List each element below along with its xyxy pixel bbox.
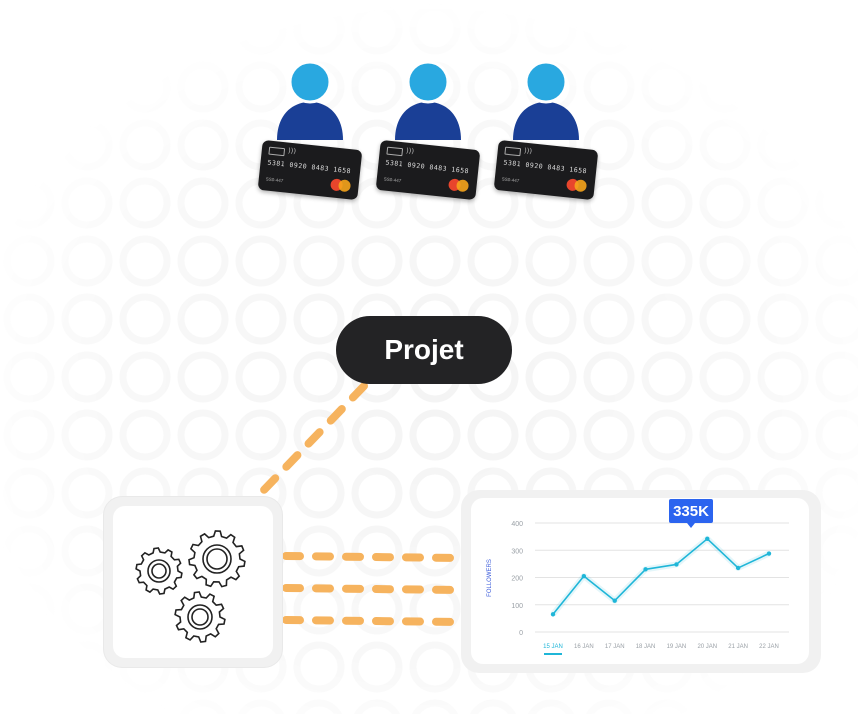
card-code: SS0-447 [501, 176, 520, 184]
x-tick-label: 16 JAN [574, 644, 594, 650]
chip-icon [386, 146, 404, 157]
x-tick-label: 20 JAN [697, 644, 717, 650]
card-number: 5381 0920 8483 1658 [385, 158, 470, 176]
data-point [612, 598, 617, 603]
project-label: Projet [384, 334, 464, 365]
contactless-icon: ))) [405, 146, 415, 156]
x-tick-label: 21 JAN [728, 644, 748, 650]
y-tick-label: 300 [511, 548, 523, 555]
data-point [766, 551, 772, 556]
settings-node [104, 497, 282, 667]
user-icon [513, 60, 579, 140]
card-number: 5381 0920 8483 1658 [503, 158, 588, 176]
peak-badge-label: 335K [673, 502, 709, 520]
mastercard-logo [447, 178, 470, 193]
y-tick-label: 400 [511, 521, 523, 528]
series-line [552, 538, 770, 615]
y-tick-label: 100 [511, 603, 523, 610]
card-code: SS0-447 [383, 176, 402, 184]
project-node: Projet [336, 316, 512, 384]
chip-icon [268, 146, 286, 157]
data-point [581, 573, 587, 579]
user-icon [395, 60, 461, 140]
card-number: 5381 0920 8483 1658 [267, 158, 352, 176]
user-icon [277, 60, 343, 140]
contactless-icon: ))) [287, 146, 297, 156]
peak-badge: 335K [669, 499, 713, 528]
y-axis-label: FOLLOWERS [487, 559, 493, 597]
x-tick-label: 18 JAN [636, 644, 656, 650]
card-code: SS0-447 [265, 176, 284, 184]
data-point [674, 562, 679, 567]
contactless-icon: ))) [523, 146, 533, 156]
x-tick-label: 17 JAN [605, 644, 625, 650]
data-point [550, 612, 556, 617]
x-tick-label: 19 JAN [667, 644, 687, 650]
data-point [705, 536, 710, 542]
data-point [643, 567, 648, 572]
x-tick-label: 15 JAN [543, 644, 563, 650]
data-point [735, 565, 741, 571]
y-tick-label: 0 [519, 630, 523, 637]
mastercard-logo [329, 178, 352, 193]
gears-icon [135, 530, 246, 643]
x-tick-label: 22 JAN [759, 644, 779, 650]
y-tick-label: 200 [511, 576, 523, 583]
mastercard-logo [565, 178, 588, 193]
chip-icon [504, 146, 522, 157]
chart-panel [461, 490, 821, 673]
